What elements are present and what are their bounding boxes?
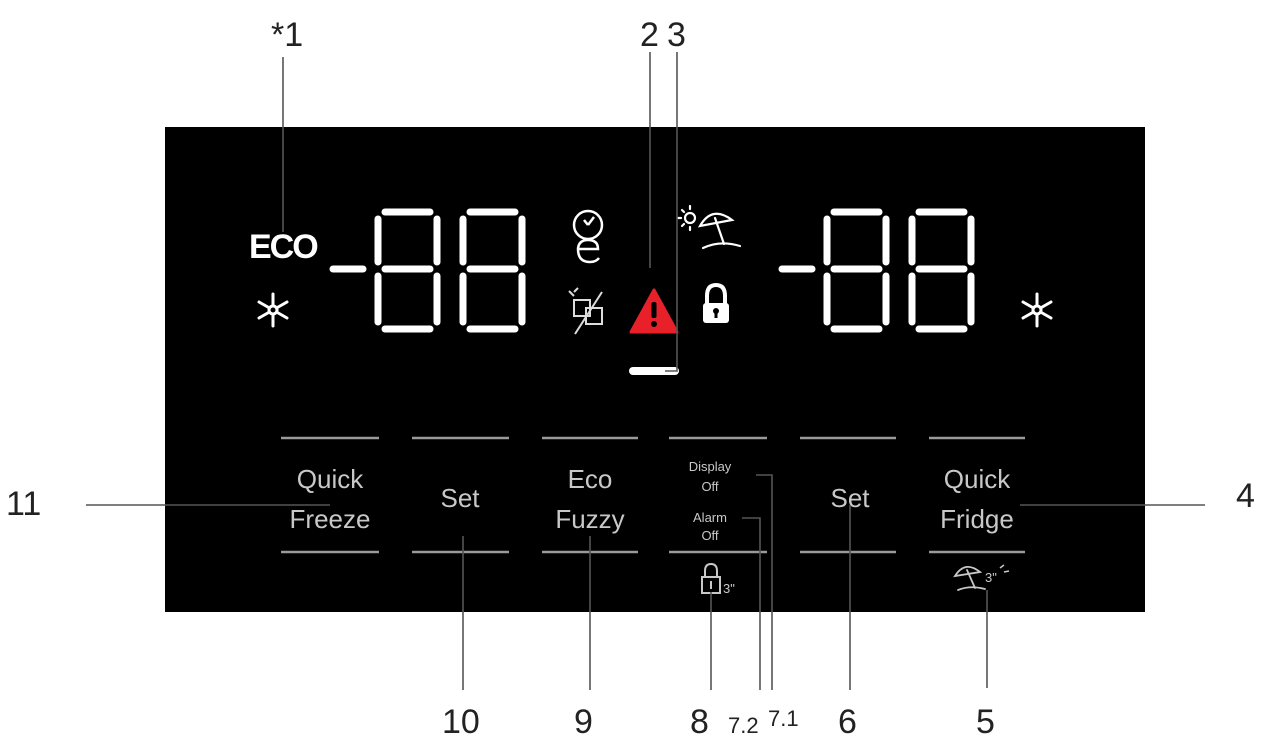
- callout-7-1: 7.1: [768, 706, 799, 731]
- eco-fuzzy-button[interactable]: Eco Fuzzy: [555, 464, 624, 534]
- quick-fridge-label-line1: Quick: [944, 464, 1011, 494]
- alarm-off-label-line2: Off: [701, 528, 718, 543]
- callout-6: 6: [838, 703, 857, 741]
- display-off-label-line1: Display: [689, 459, 732, 474]
- alarm-off-button[interactable]: Alarm Off: [693, 510, 727, 543]
- callout-10: 10: [442, 703, 480, 741]
- ice-off-icon: [568, 287, 603, 335]
- callout-leaders: [86, 52, 1205, 690]
- callout-labels: *1 2 3 4 5 6 7.1 7.2 8 9 10 11: [6, 16, 1255, 741]
- snowflake-icon: [1021, 292, 1053, 328]
- callout-5: 5: [976, 703, 995, 741]
- quick-fridge-label-line2: Fridge: [940, 504, 1014, 534]
- callout-8: 8: [690, 703, 709, 741]
- snowflake-icon: [257, 292, 289, 328]
- quick-freeze-button[interactable]: Quick Freeze: [290, 464, 371, 534]
- holiday-icon: [953, 566, 986, 591]
- holiday-hold-time: 3": [985, 570, 997, 585]
- set-freezer-label: Set: [440, 483, 480, 513]
- button-dividers: [281, 436, 1025, 554]
- quick-fridge-button[interactable]: Quick Fridge: [940, 464, 1014, 534]
- display-off-label-line2: Off: [701, 479, 718, 494]
- callout-4: 4: [1236, 477, 1255, 515]
- eco-timer-icon: [572, 209, 604, 264]
- warning-icon: [629, 288, 679, 334]
- freezer-temperature-display: [329, 208, 526, 333]
- callout-2: 2: [640, 16, 659, 54]
- eco-indicator: ECO: [249, 228, 318, 266]
- callout-11: 11: [6, 485, 41, 523]
- callout-9: 9: [574, 703, 593, 741]
- quick-freeze-label-line1: Quick: [297, 464, 364, 494]
- fridge-temperature-display: [778, 208, 975, 333]
- holiday-hold-hint: 3": [953, 564, 1010, 591]
- eco-fuzzy-label-line2: Fuzzy: [555, 504, 624, 534]
- alarm-off-label-line1: Alarm: [693, 510, 727, 525]
- callout-1: *1: [271, 16, 303, 54]
- callout-3: 3: [667, 16, 686, 54]
- lock-icon: [703, 282, 729, 323]
- eco-fuzzy-label-line1: Eco: [568, 464, 613, 494]
- lock-hold-time: 3": [723, 581, 735, 596]
- quick-freeze-label-line2: Freeze: [290, 504, 371, 534]
- holiday-icon: [676, 204, 742, 250]
- set-freezer-button[interactable]: Set: [440, 483, 480, 513]
- callout-7-2: 7.2: [728, 713, 759, 738]
- display-off-button[interactable]: Display Off: [689, 459, 732, 494]
